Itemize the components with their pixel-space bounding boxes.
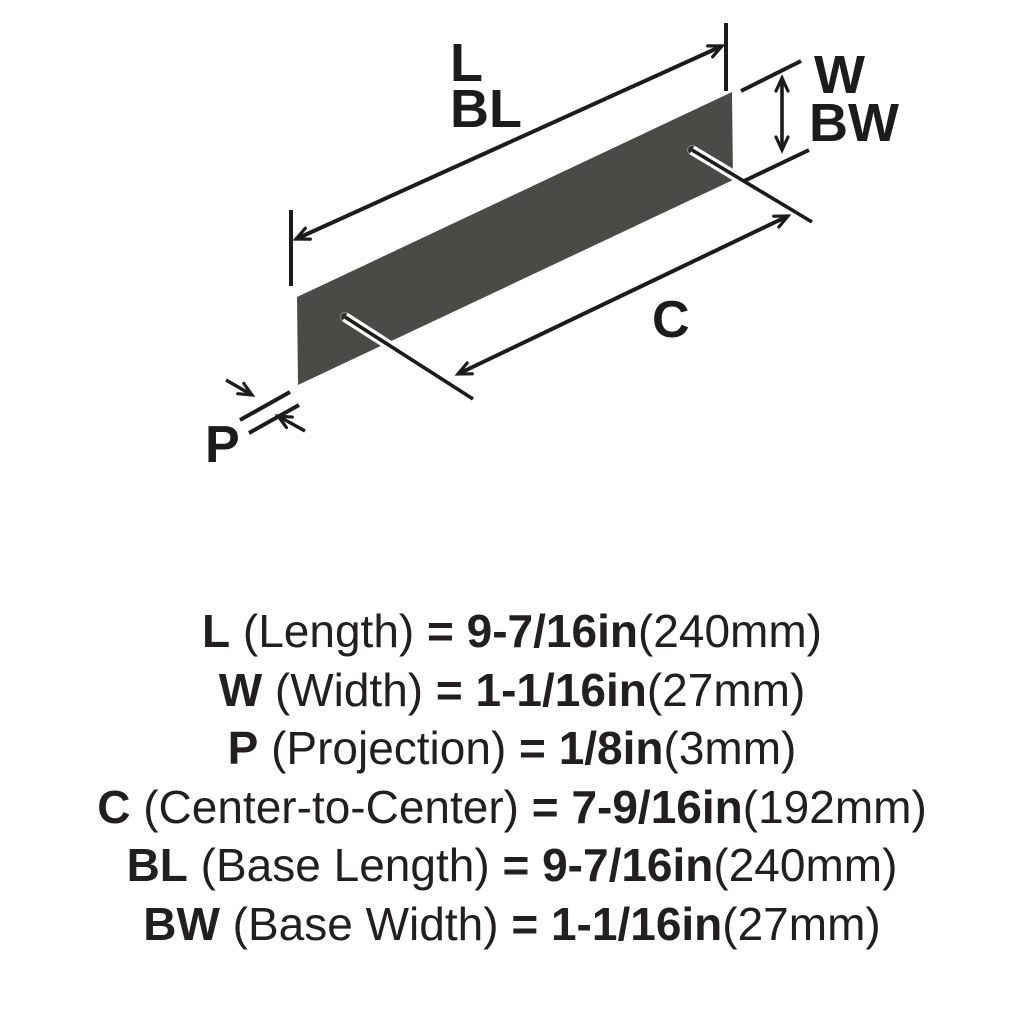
spec-label: C (97, 780, 131, 833)
width-tick-top (740, 59, 802, 93)
spec-metric: (192mm) (742, 780, 927, 833)
spec-line-center-to-center: C (Center-to-Center) = 7-9/16in(192mm) (97, 778, 927, 837)
spec-value: = 1-1/16in (435, 663, 647, 716)
projection-line-1 (239, 390, 291, 422)
spec-line-base-length: BL (Base Length) = 9-7/16in(240mm) (127, 836, 898, 895)
spec-name: (Length) (230, 605, 428, 657)
spec-name: (Width) (262, 663, 436, 716)
width-tick-bottom (743, 148, 810, 183)
spec-line-projection: P (Projection) = 1/8in(3mm) (228, 719, 797, 778)
label-width: W (814, 45, 865, 105)
spec-metric: (240mm) (637, 605, 822, 657)
spec-name: (Base Length) (187, 839, 503, 891)
dimension-diagram: L BL W BW C P (205, 23, 899, 474)
spec-line-width: W (Width) = 1-1/16in(27mm) (219, 661, 806, 720)
spec-value: = 7-9/16in (531, 780, 743, 833)
label-base-width: BW (809, 93, 899, 153)
spec-metric: (240mm) (713, 839, 898, 891)
label-center-to-center: C (652, 291, 690, 349)
spec-metric: (3mm) (663, 722, 797, 774)
spec-name: (Projection) (258, 722, 520, 774)
projection-line-2 (248, 403, 300, 435)
spec-value: = 1-1/16in (511, 897, 723, 950)
spec-line-length: L (Length) = 9-7/16in(240mm) (202, 602, 822, 661)
spec-value: = 9-7/16in (502, 839, 714, 891)
spec-value: = 9-7/16in (427, 605, 638, 657)
label-base-length: BL (450, 79, 522, 139)
spec-name: (Base Width) (219, 897, 512, 950)
label-length: L (450, 33, 483, 93)
spec-metric: (27mm) (646, 663, 806, 716)
spec-label: BL (126, 839, 188, 891)
spec-value: = 1/8in (519, 722, 664, 774)
spec-name: (Center-to-Center) (130, 780, 532, 833)
spec-metric: (27mm) (722, 897, 881, 950)
length-dim-line (292, 44, 726, 241)
label-projection: P (205, 416, 240, 474)
spec-label: W (218, 663, 263, 716)
leader-line-left (344, 315, 474, 401)
spec-label: BW (143, 897, 220, 950)
projection-arrow-bottom (274, 414, 306, 433)
projection-arrow-top (225, 378, 256, 397)
spec-list: L (Length) = 9-7/16in(240mm) W (Width) =… (0, 602, 1024, 953)
spec-line-base-width: BW (Base Width) = 1-1/16in(27mm) (143, 895, 880, 954)
spec-label: P (227, 722, 259, 774)
center-dim-line (454, 214, 792, 376)
spec-label: L (202, 605, 231, 657)
